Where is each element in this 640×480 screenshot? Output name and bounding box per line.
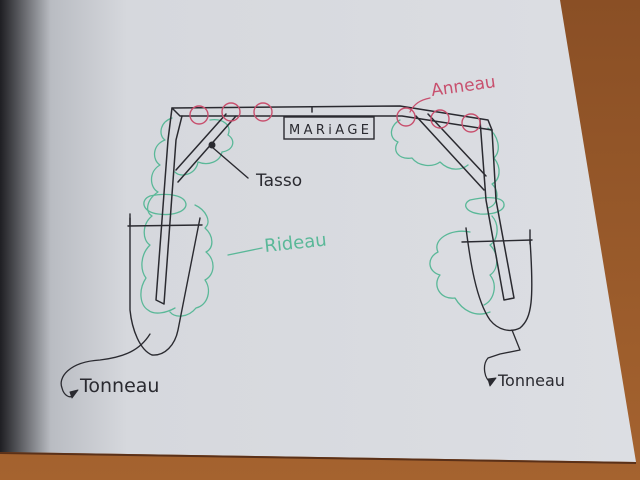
ring-icon <box>430 109 450 129</box>
mariage-sign-text: MARiAGE <box>289 123 369 138</box>
arrowhead-icon <box>69 389 79 399</box>
cleat-dot-icon <box>208 141 216 149</box>
tasso-pointer <box>211 146 249 179</box>
ring-icon <box>461 113 481 133</box>
arrowhead-icon <box>487 377 497 387</box>
rings <box>189 102 481 133</box>
ring-icon <box>396 107 416 127</box>
barrel-right <box>461 227 533 332</box>
mariage-sign-frame <box>283 116 375 140</box>
ring-icon <box>189 105 209 125</box>
ring-icon <box>253 102 273 122</box>
curtain-left <box>140 117 263 317</box>
arch-frame <box>155 105 515 305</box>
paper-edge-shadow <box>0 452 637 464</box>
tonneau-left-pointer <box>60 333 151 398</box>
label-tasso: Tasso <box>255 171 302 191</box>
barrel-left <box>127 213 203 356</box>
label-tonneau-left: Tonneau <box>79 375 159 397</box>
ring-icon <box>221 102 241 122</box>
label-tonneau-right: Tonneau <box>497 371 565 390</box>
